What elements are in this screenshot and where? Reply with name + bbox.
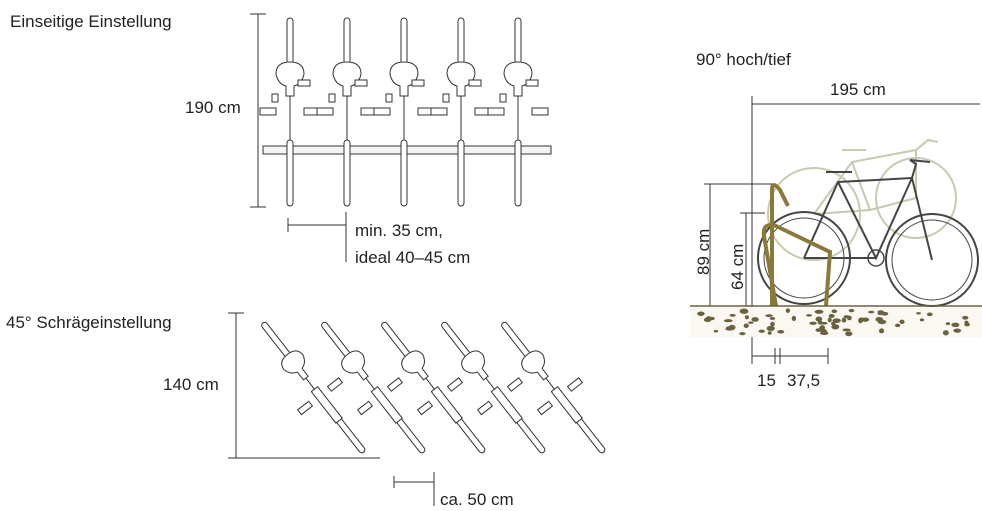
gravel-dot: [861, 317, 870, 322]
side-offset-b-label: 37,5: [787, 371, 821, 390]
diag-title: 45° Schrägeinstellung: [6, 313, 172, 332]
side-offset-dimension: [751, 348, 829, 364]
gravel-dot: [878, 328, 885, 334]
diag-spacing-label: ca. 50 cm: [440, 490, 514, 509]
top-spacing-label-2: ideal 40–45 cm: [355, 248, 471, 267]
gravel-dot: [830, 321, 836, 326]
side-height-high-dimension: [704, 183, 772, 307]
gravel-dot: [945, 322, 951, 326]
diag-bike-4: [441, 321, 546, 454]
gravel-dot: [831, 309, 837, 314]
side-width-label: 195 cm: [830, 80, 886, 99]
side-height-low-dimension: [740, 212, 765, 306]
gravel-dot: [875, 317, 884, 322]
gravel-dot: [769, 317, 776, 320]
top-height-label: 190 cm: [185, 98, 241, 117]
gravel-dot: [785, 308, 791, 313]
diag-bike-5: [501, 321, 606, 454]
gravel-dot: [697, 311, 705, 316]
gravel-dot: [815, 316, 823, 322]
gravel-dot: [819, 331, 829, 336]
gravel-dot: [899, 319, 905, 324]
gravel-dot: [868, 310, 875, 314]
gravel-dot: [758, 329, 765, 333]
gravel-dot: [832, 318, 841, 323]
side-ground: [690, 305, 982, 337]
gravel-dot: [953, 328, 962, 333]
gravel-dot: [842, 328, 851, 332]
gravel-dot: [814, 309, 824, 314]
top-bike-3: [373, 17, 435, 207]
top-title: Einseitige Einstellung: [10, 12, 172, 31]
gravel-dot: [819, 325, 826, 331]
gravel-dot: [770, 321, 775, 327]
side-main-bike: [757, 159, 979, 307]
gravel-dot: [739, 332, 746, 336]
gravel-dot: [791, 315, 797, 321]
gravel-dot: [705, 316, 712, 322]
top-bike-2: [316, 17, 378, 207]
top-bike-5: [487, 17, 549, 207]
top-spacing-label-1: min. 35 cm,: [355, 221, 443, 240]
gravel-dot: [858, 317, 863, 324]
gravel-dot: [843, 315, 850, 319]
gravel-dot: [739, 309, 745, 313]
diag-bike-2: [321, 321, 426, 454]
diag-bike-1: [261, 321, 366, 454]
gravel-dot: [827, 317, 832, 323]
side-offset-a-label: 15: [757, 371, 776, 390]
side-rack: [761, 183, 833, 307]
gravel-dot: [951, 322, 960, 328]
gravel-dot: [962, 315, 969, 320]
diag-height-label: 140 cm: [163, 375, 219, 394]
side-title: 90° hoch/tief: [696, 50, 791, 69]
gravel-dot: [828, 314, 835, 318]
gravel-dot: [751, 317, 759, 322]
gravel-dot: [765, 314, 773, 318]
gravel-dot: [729, 314, 736, 317]
top-height-dimension: [250, 13, 266, 208]
gravel-dot: [942, 330, 949, 336]
diag-bike-3: [381, 321, 486, 454]
gravel-dot: [831, 324, 840, 330]
gravel-dot: [744, 315, 749, 320]
gravel-dot: [767, 331, 772, 335]
gravel-dot: [926, 312, 933, 317]
gravel-dot: [713, 329, 719, 333]
gravel-dot: [748, 321, 754, 324]
top-bike-1: [259, 17, 321, 207]
gravel-dot: [728, 324, 736, 331]
top-bike-4: [430, 17, 492, 207]
diag-spacing-dimension: [393, 472, 435, 506]
gravel-dot: [964, 322, 970, 327]
gravel-dot: [894, 323, 901, 328]
gravel-dot: [809, 321, 817, 325]
gravel-dot: [743, 323, 749, 329]
gravel-dot: [916, 312, 921, 315]
gravel-dot: [841, 317, 847, 323]
diag-height-dimension: [228, 312, 380, 459]
top-spacing-dimension: [287, 212, 347, 262]
gravel-dot: [777, 329, 785, 334]
gravel-dot: [877, 312, 885, 316]
gravel-dot: [766, 325, 775, 332]
top-bikes: [259, 17, 549, 207]
gravel-dot: [848, 308, 855, 313]
gravel-dot: [723, 319, 733, 323]
gravel-dot: [806, 314, 812, 317]
gravel-dot: [845, 331, 853, 337]
gravel-dot: [819, 321, 828, 325]
gravel-dot: [919, 318, 925, 322]
diag-bikes: [261, 321, 606, 454]
